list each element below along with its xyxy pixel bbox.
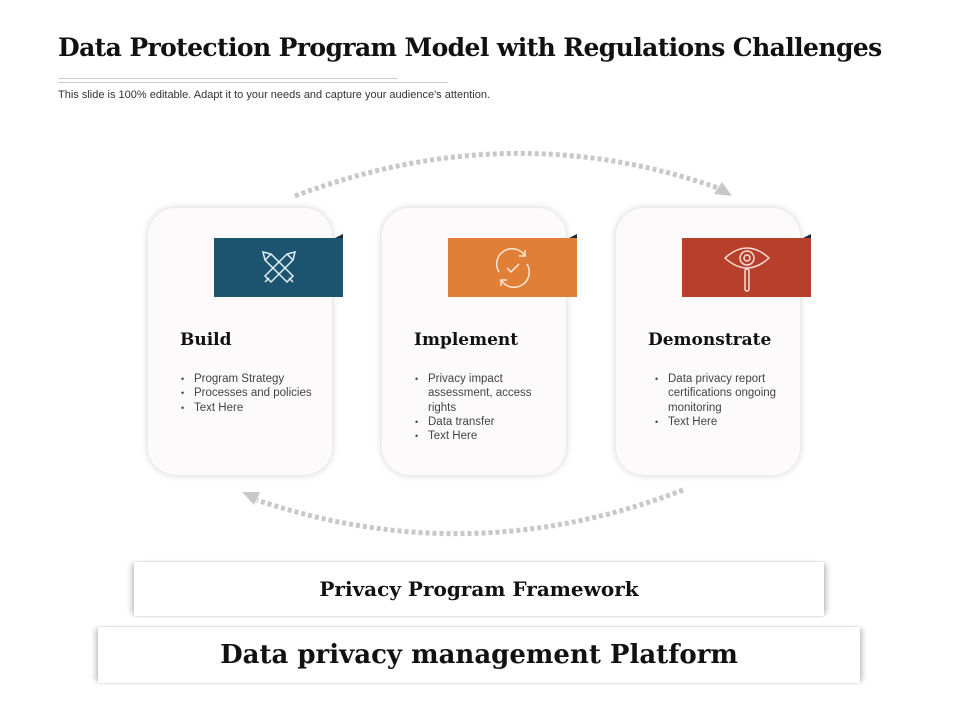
bullet-item: Data privacy report certifications ongoi… (655, 372, 793, 415)
card-heading: Implement (414, 330, 519, 350)
slide-title: Data Protection Program Model with Regul… (58, 33, 882, 62)
crossed-pencils-icon (261, 250, 296, 283)
card-build: Build Program Strategy Processes and pol… (148, 208, 343, 475)
data-privacy-platform-box: Data privacy management Platform (98, 627, 860, 683)
bottom-arc-arrow (256, 487, 684, 537)
bullet-item: Text Here (655, 415, 793, 430)
refresh-check-icon (495, 247, 530, 288)
slide-subtitle: This slide is 100% editable. Adapt it to… (58, 89, 490, 101)
divider (58, 78, 398, 79)
card-heading: Demonstrate (648, 330, 772, 350)
eye-search-icon (723, 246, 770, 292)
card-banner (682, 234, 811, 297)
bullet-item: Data transfer (415, 415, 553, 430)
bullet-item: Privacy impact assessment, access rights (415, 372, 553, 415)
card-bullets: Data privacy report certifications ongoi… (654, 372, 793, 429)
card-bullets: Program Strategy Processes and policies … (180, 372, 319, 415)
bullet-item: Text Here (181, 401, 319, 416)
top-arc-arrow (294, 150, 719, 199)
divider (58, 82, 448, 83)
bullet-item: Program Strategy (181, 372, 319, 387)
card-bullets: Privacy impact assessment, access rights… (414, 372, 553, 444)
bullet-item: Text Here (415, 429, 553, 444)
bullet-item: Processes and policies (181, 386, 319, 401)
card-banner (448, 234, 577, 297)
bottom-arrowhead (242, 492, 260, 505)
top-arrowhead (714, 182, 732, 196)
card-heading: Build (180, 330, 232, 350)
card-demonstrate: Demonstrate Data privacy report certific… (616, 208, 811, 475)
card-implement: Implement Privacy impact assessment, acc… (382, 208, 577, 475)
privacy-program-framework-box: Privacy Program Framework (134, 562, 824, 616)
card-banner (214, 234, 343, 297)
